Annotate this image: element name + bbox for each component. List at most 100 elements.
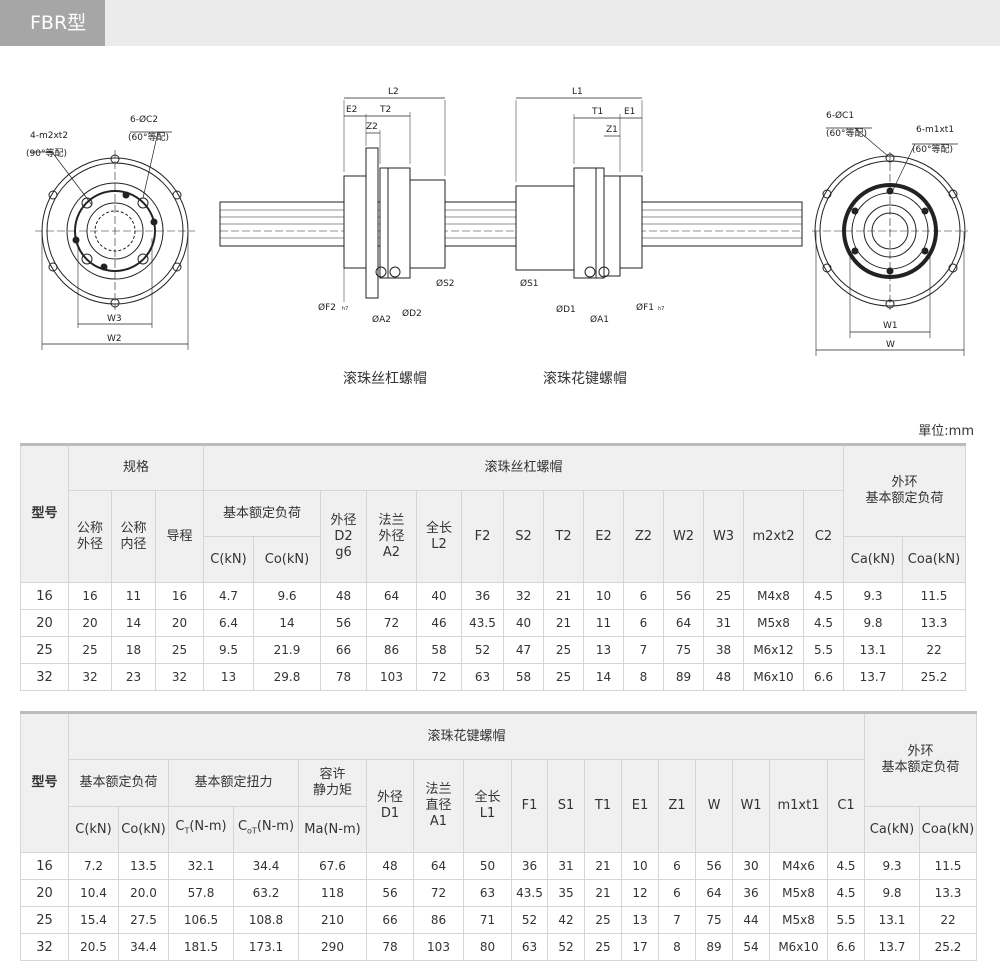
label-right-hole-note: (60°等配) [912,143,953,155]
dim-f1-tol: h7 [658,306,664,312]
row-model-cell: 25 [20,906,69,934]
unit-label: 單位:mm [918,424,974,439]
table-cell: 18 [111,636,156,664]
dim-l1: L1 [572,87,583,97]
table-cell: 64 [413,852,464,880]
table-cell: 6.6 [803,663,844,691]
table-cell: 4.5 [827,879,865,907]
table-cell: 63 [511,933,548,961]
table-cell: 64 [663,609,704,637]
table-cell: 7 [623,636,664,664]
table-cell: 25.2 [919,933,977,961]
table-cell: 86 [366,636,417,664]
th2-load-group: 基本额定负荷 [68,759,169,807]
right-front-view: 6-ØC1 (60°等配) 6-m1xt1 (60°等配) W1 W [812,110,968,356]
table-cell: 52 [511,906,548,934]
spline-nut-side-view: L1 T1 E1 Z1 ØS1 ØD1 ØA1 ØF1 h7 [515,87,664,325]
th-w2: W2 [663,490,704,583]
table-cell: 21 [584,879,622,907]
th-c: C(kN) [203,536,254,583]
table-cell: 13.1 [864,906,920,934]
th-ca: Ca(kN) [843,536,903,583]
dim-z1: Z1 [606,125,618,135]
table-cell: 44 [732,906,770,934]
table-cell: 5.5 [803,636,844,664]
th-model: 型号 [20,444,69,583]
table-cell: 13.3 [919,879,977,907]
screw-nut-spec-table: 型号 规格 滚珠丝杠螺帽 外环基本额定负荷 公称外径 公称内径 导程 基本额定负… [20,443,966,691]
table-cell: 56 [695,852,733,880]
th2-t1: T1 [584,759,622,853]
page-title: FBR型 [0,0,105,46]
row-model-cell: 20 [20,879,69,907]
table-cell: 25 [543,636,584,664]
table-cell: 16 [155,582,204,610]
table-cell: 72 [413,879,464,907]
th2-w1: W1 [732,759,770,853]
row-model-cell: 32 [20,663,69,691]
table-cell: 15.4 [68,906,119,934]
row-model-cell: 16 [20,852,69,880]
th2-ma: Ma(N-m) [298,806,367,853]
label-left-pcd: 6-ØC2 [130,114,158,125]
table-cell: 7.2 [68,852,119,880]
table-cell: 4.5 [803,609,844,637]
table-cell: 13 [203,663,254,691]
table-cell: 11.5 [902,582,966,610]
dim-a2: ØA2 [372,314,391,325]
table-cell: 16 [68,582,112,610]
th-co: Co(kN) [253,536,321,583]
table-cell: 46 [416,609,462,637]
dim-w1: W1 [883,321,898,331]
table-cell: 48 [366,852,414,880]
table-cell: 23 [111,663,156,691]
table-cell: 80 [463,933,512,961]
caption-screw-nut: 滚珠丝杠螺帽 [343,371,427,387]
table-cell: 7 [658,906,696,934]
table-cell: 40 [503,609,544,637]
table-cell: 72 [416,663,462,691]
table-cell: 31 [703,609,744,637]
table-cell: 10 [621,852,659,880]
table-cell: M5x8 [743,609,804,637]
dim-w: W [886,340,895,350]
th-s2: S2 [503,490,544,583]
technical-drawing: 4-m2xt2 (90°等配) 6-ØC2 (60°等配) W3 W2 L2 E… [26,87,968,356]
label-left-pcd-note: (60°等配) [128,131,169,143]
th-spec-lead: 导程 [155,490,204,583]
table-cell: 173.1 [233,933,299,961]
th-z2: Z2 [623,490,664,583]
table-cell: 71 [463,906,512,934]
table-cell: 32.1 [168,852,234,880]
th-m2: m2xt2 [743,490,804,583]
dim-a1: ØA1 [590,314,609,325]
table-cell: 25 [543,663,584,691]
table-cell: 56 [320,609,367,637]
th2-cot: CoT(N-m) [233,806,299,853]
table-cell: 63 [461,663,504,691]
dim-f2: ØF2 [318,302,336,313]
th-coa: Coa(kN) [902,536,966,583]
table-cell: 9.8 [843,609,903,637]
table-cell: 25.2 [902,663,966,691]
dim-t2: T2 [379,105,391,115]
dim-e1: E1 [624,107,635,117]
table-cell: 181.5 [168,933,234,961]
table-cell: 72 [366,609,417,637]
table-cell: 36 [732,879,770,907]
table-cell: 89 [663,663,704,691]
table-cell: M5x8 [769,879,828,907]
table-cell: 12 [621,879,659,907]
table-cell: 64 [695,879,733,907]
spline-nut-spec-table: 型号 滚珠花键螺帽 外环基本额定负荷 基本额定负荷 基本额定扭力 容许静力矩 外… [20,711,977,961]
table-cell: 50 [463,852,512,880]
table-cell: 21.9 [253,636,321,664]
row-model-cell: 25 [20,636,69,664]
table-cell: 13.7 [843,663,903,691]
